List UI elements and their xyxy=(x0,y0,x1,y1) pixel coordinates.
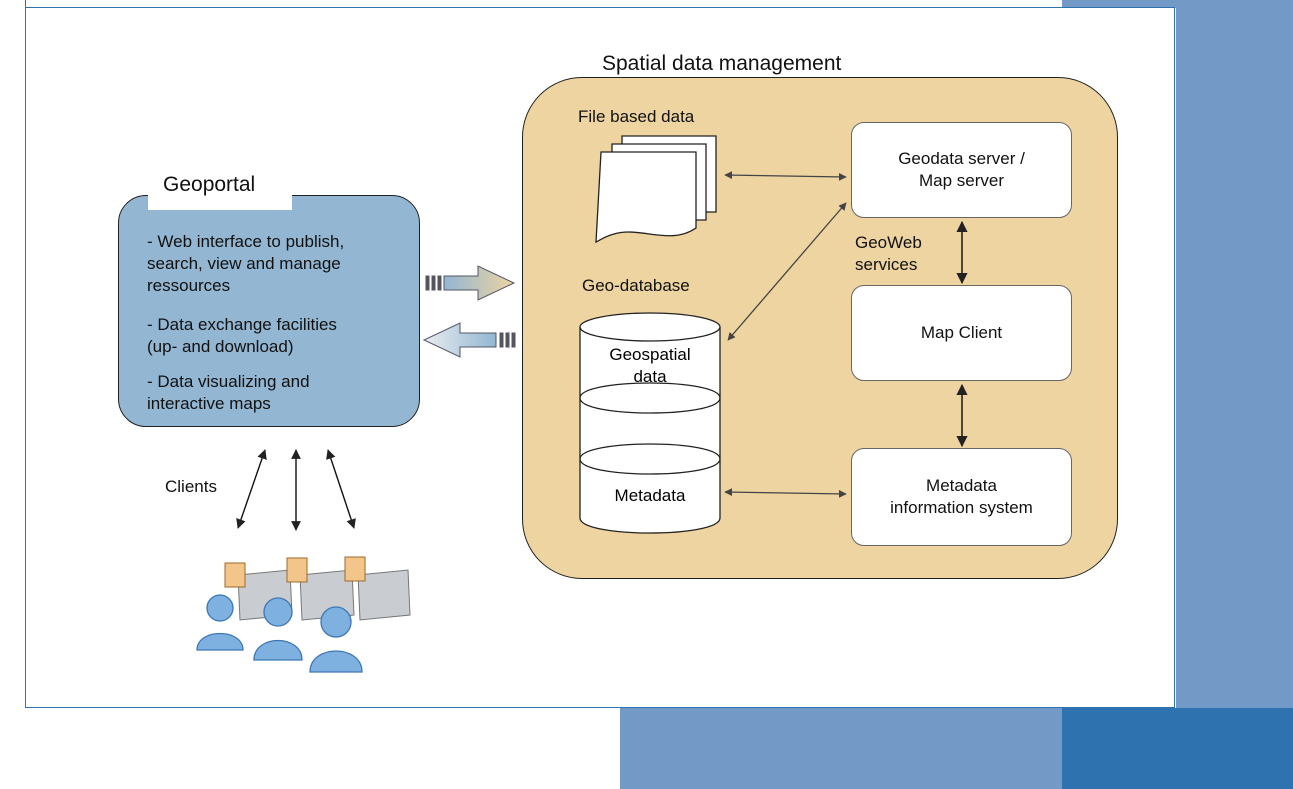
geospatial-line: data xyxy=(633,367,667,386)
clients-label: Clients xyxy=(165,477,217,496)
geodata-server-box: Geodata server / Map server xyxy=(851,122,1072,218)
geoportal-item-exchange: - Data exchange facilities (up- and down… xyxy=(147,314,337,358)
geoportal-item-web: - Web interface to publish, search, view… xyxy=(147,231,344,297)
geoportal-item-line: interactive maps xyxy=(147,394,271,413)
client-arrow xyxy=(236,449,267,529)
corner-band xyxy=(1062,708,1293,789)
geoportal-item-line: - Data exchange facilities xyxy=(147,315,337,334)
geoportal-title-tab xyxy=(148,168,292,210)
database-icon xyxy=(579,312,721,534)
map-client-box: Map Client xyxy=(851,285,1072,381)
geodata-server-line: Map server xyxy=(918,171,1005,190)
receive-arrow xyxy=(422,322,516,358)
file-documents-icon xyxy=(595,135,717,244)
geoportal-title: Geoportal xyxy=(163,173,256,196)
metadata-system-box: Metadata information system xyxy=(851,448,1072,546)
geoportal-item-line: search, view and manage xyxy=(147,254,341,273)
geoportal-item-line: ressources xyxy=(147,276,231,295)
top-strip xyxy=(25,0,1062,8)
geoportal-item-visualizing: - Data visualizing and interactive maps xyxy=(147,371,310,415)
geodata-server-line: Geodata server / xyxy=(898,149,1025,168)
clients-users-icon xyxy=(196,556,411,673)
client-arrow xyxy=(326,449,356,529)
geo-database-label: Geo-database xyxy=(582,276,690,295)
metadata-system-line: Metadata xyxy=(926,476,997,495)
geoportal-item-line: (up- and download) xyxy=(147,337,294,356)
top-right-band xyxy=(1062,0,1176,8)
metadata-system-line: information system xyxy=(890,498,1033,517)
file-server-arrow xyxy=(724,171,847,181)
file-based-data-label: File based data xyxy=(578,107,695,126)
geoweb-services-label: GeoWeb services xyxy=(855,232,922,276)
geoweb-line: GeoWeb xyxy=(855,233,922,252)
metadata-db-label: Metadata xyxy=(615,486,686,505)
geospatial-line: Geospatial xyxy=(609,345,690,364)
geoweb-line: services xyxy=(855,255,918,274)
metadata-system-arrow xyxy=(724,488,847,498)
map-client-label: Map Client xyxy=(920,323,1003,342)
geoportal-box xyxy=(118,195,420,427)
db-server-arrow xyxy=(727,202,847,341)
sdm-title: Spatial data management xyxy=(602,52,842,75)
geoportal-item-line: - Data visualizing and xyxy=(147,372,310,391)
geoportal-item-line: - Web interface to publish, xyxy=(147,232,345,251)
right-band xyxy=(1176,0,1293,789)
top-rule xyxy=(25,7,1175,8)
send-arrow xyxy=(425,265,516,301)
